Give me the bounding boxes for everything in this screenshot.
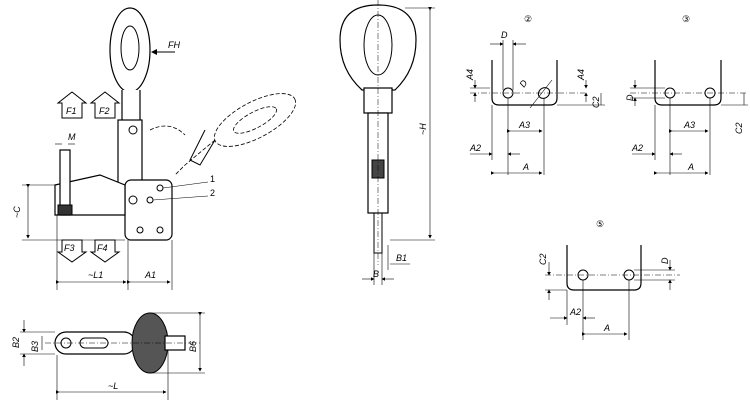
dimension-label: F4 [97, 243, 108, 253]
dimension-label: C2 [734, 122, 744, 134]
dimension-label: A [687, 162, 694, 172]
label-M: M [68, 132, 76, 142]
dimension-label: C2 [538, 253, 548, 265]
detail-5: ⑤ C2 D A2 A [538, 219, 680, 340]
dimension-label: A2 [631, 143, 643, 153]
dimension-label: C2 [591, 96, 601, 108]
detail-marker-5: ⑤ [596, 219, 604, 229]
force-arrow-F1: F1 [56, 91, 88, 119]
dimension-label: D [660, 257, 670, 264]
dimension-label: D [517, 78, 529, 89]
side-view: FH F1 F2 F3 F4 M ~C ~L1 A1 1 2 [12, 7, 297, 290]
base-plate [124, 179, 173, 241]
dimension-label: B1 [396, 253, 407, 263]
dimension-label: F3 [64, 243, 75, 253]
dimension-label: A [522, 162, 529, 172]
dimension-label: A2 [469, 143, 481, 153]
dimension-label: A3 [518, 120, 530, 130]
detail-marker-3: ③ [682, 14, 690, 24]
label-A1: A1 [144, 270, 156, 280]
force-arrow-F2: F2 [89, 91, 121, 119]
dimension-label: F2 [99, 106, 110, 116]
detail-marker-2: ② [524, 14, 532, 24]
dimension-label: B2 [11, 337, 21, 348]
force-arrow-F3: F3 [56, 239, 88, 263]
open-position-handle [149, 93, 297, 176]
dimension-label: A2 [569, 307, 581, 317]
dimension-label: D [625, 94, 635, 101]
dimension-label: F1 [66, 106, 77, 116]
top-view: B2 B3 B6 ~L [11, 312, 205, 400]
front-view: ~H B1 B [339, 0, 435, 285]
callout-2: 2 [210, 188, 215, 198]
dimension-label: B6 [188, 341, 198, 352]
dimension-label: B3 [30, 341, 40, 352]
force-arrow-F4: F4 [89, 239, 121, 263]
dimension-label: A4 [465, 69, 475, 81]
label-FH: FH [168, 40, 180, 50]
dimension-label: A4 [576, 69, 586, 81]
dimension-label: B [373, 269, 379, 279]
dimension-label: A3 [683, 120, 695, 130]
detail-2: ② D A4 D A4 C2 A3 A2 A [465, 14, 605, 175]
callout-1: 1 [210, 174, 215, 184]
dimension-label: A [603, 323, 610, 333]
dimension-label: ~H [418, 123, 428, 135]
label-C: ~C [12, 206, 22, 218]
label-L1: ~L1 [88, 270, 103, 280]
detail-3: ③ D C2 A3 A2 A [625, 14, 748, 175]
dimension-label: D [501, 30, 508, 40]
dimension-label: ~L [108, 381, 118, 391]
handle-grip [109, 7, 151, 93]
